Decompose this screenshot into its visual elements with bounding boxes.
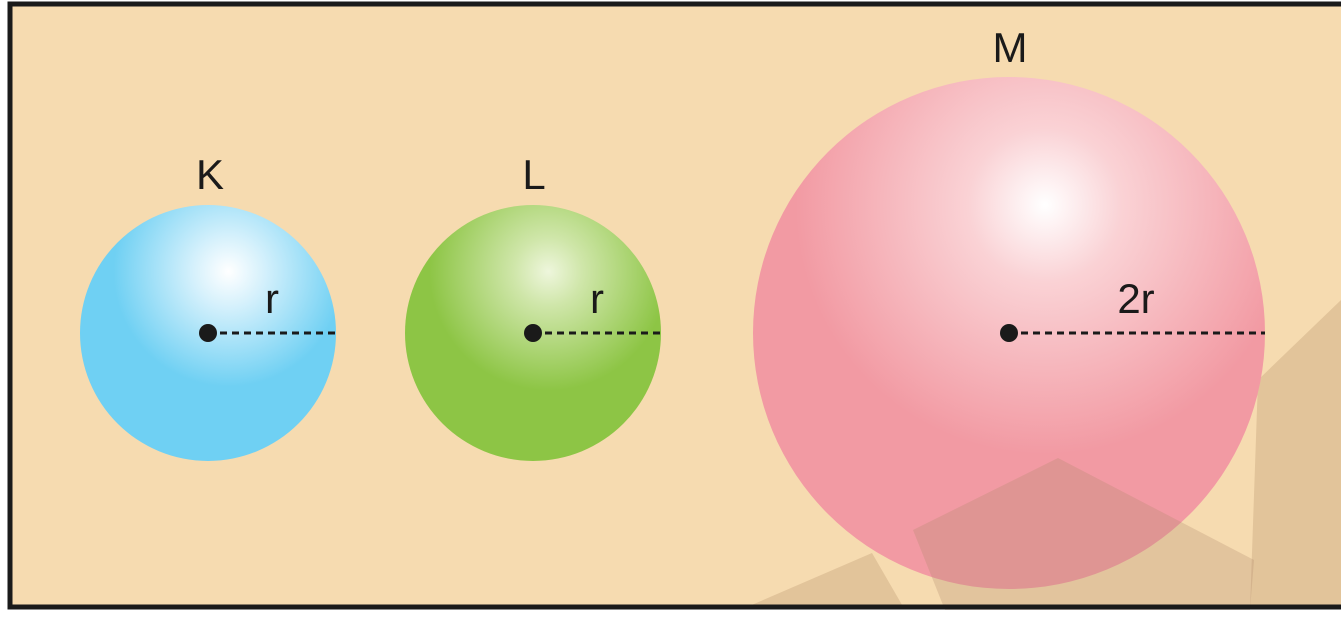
- sphere-l-center-dot: [524, 324, 542, 342]
- sphere-m-radius-label: 2r: [1117, 275, 1154, 322]
- sphere-m-center-dot: [1000, 324, 1018, 342]
- sphere-m-label: M: [993, 24, 1028, 71]
- sphere-l-label: L: [522, 151, 545, 198]
- sphere-m-shadow-overlay: [913, 458, 1254, 610]
- sphere-k-radius-label: r: [265, 275, 279, 322]
- sphere-k-label: K: [196, 151, 224, 198]
- sphere-k: K r: [80, 151, 336, 461]
- sphere-l-radius-label: r: [590, 275, 604, 322]
- shadow-shape-right: [1250, 300, 1341, 607]
- sphere-l: L r: [405, 151, 661, 461]
- background-shadows: [746, 300, 1341, 607]
- sphere-k-center-dot: [199, 324, 217, 342]
- shadow-shape-left: [746, 553, 904, 607]
- frame-border: [7, 1, 1341, 610]
- sphere-m: M 2r: [753, 24, 1265, 610]
